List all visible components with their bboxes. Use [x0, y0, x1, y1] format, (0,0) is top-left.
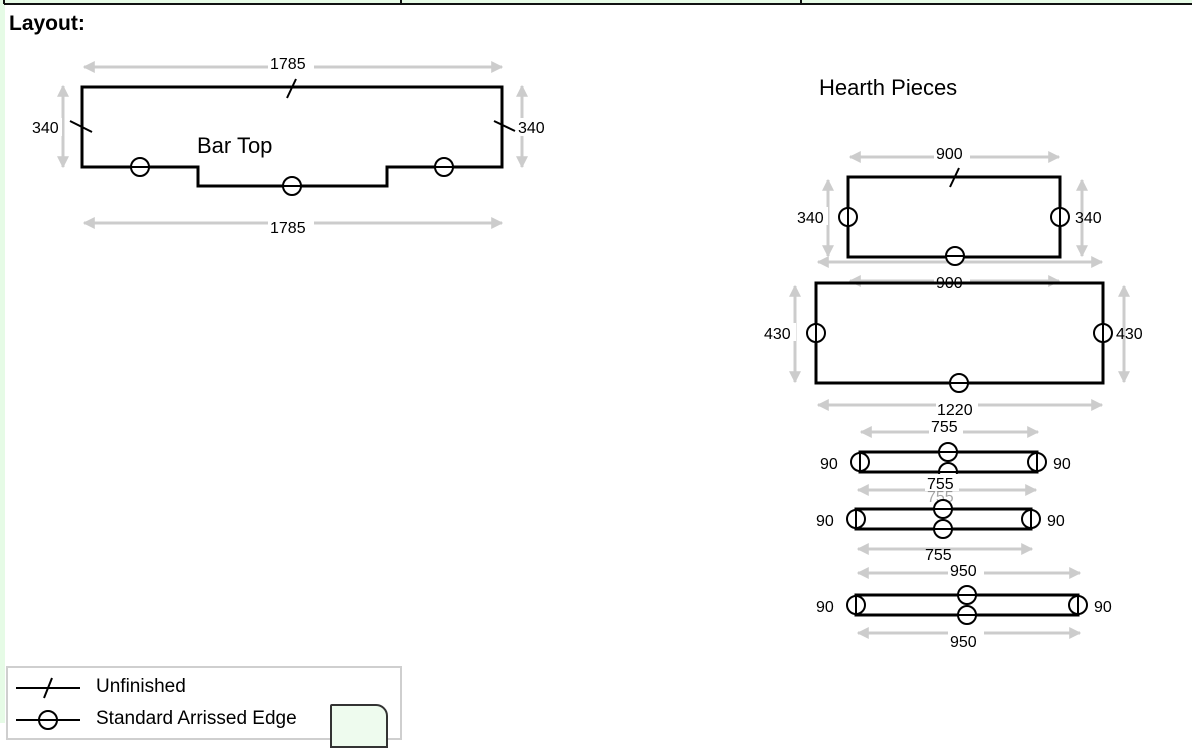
piece4-dim-bottom: 755 — [925, 547, 952, 564]
piece4-dim-right: 90 — [1047, 513, 1065, 530]
arrissed-marker — [434, 157, 454, 177]
unfinished-edge-icon — [16, 677, 80, 699]
arrissed-marker — [1068, 595, 1088, 615]
legend-label: Standard Arrissed Edge — [96, 708, 297, 729]
arrissed-marker — [838, 207, 858, 227]
arrissed-marker — [1093, 323, 1113, 343]
piece5-dim-right: 90 — [1094, 599, 1112, 616]
top-band — [0, 0, 1192, 5]
hearth-piece-2: 900 430 430 1220 — [762, 272, 1143, 419]
piece1-outline — [846, 175, 1062, 259]
arrissed-marker — [846, 595, 866, 615]
unfinished-mark — [949, 167, 960, 188]
piece2-dim-right: 430 — [1116, 326, 1143, 343]
bar-top-dim-left: 340 — [32, 120, 59, 137]
legend-swatch — [330, 704, 388, 748]
unfinished-mark — [493, 120, 516, 132]
arrissed-marker — [933, 519, 953, 539]
hearth-piece-3: 755 90 90 755 — [820, 418, 1071, 496]
layout-title: Layout: — [9, 12, 85, 35]
piece3-dim-left: 90 — [820, 456, 838, 473]
piece2-dim-bottom: 1220 — [937, 402, 973, 419]
bar-top: 1785 1785 340 340 Bar Top — [30, 55, 550, 237]
piece5-dim-bottom: 950 — [950, 634, 977, 651]
hearth-piece-1: 900 340 340 — [796, 145, 1104, 268]
unfinished-mark — [286, 78, 297, 99]
piece1-dim-right: 340 — [1075, 210, 1102, 227]
piece5-dim-top: 950 — [950, 563, 977, 580]
layout-diagram: 1785 1785 340 340 Bar Top Hearth Pieces … — [30, 55, 1143, 651]
top-rule — [4, 3, 1192, 5]
piece5-dim-left: 90 — [816, 599, 834, 616]
tab-divider — [800, 0, 802, 4]
arrissed-marker — [933, 499, 953, 519]
bar-top-dim-bottom: 1785 — [270, 220, 306, 237]
piece3-dim-top: 755 — [931, 419, 958, 436]
arrissed-marker — [938, 442, 958, 462]
arrissed-marker — [806, 323, 826, 343]
legend-label: Unfinished — [96, 676, 186, 697]
piece1-dim-top: 900 — [936, 146, 963, 163]
arrissed-marker — [945, 246, 965, 266]
left-stripe — [0, 0, 5, 723]
piece3-dim-bottom: 755 — [927, 476, 954, 493]
hearth-pieces-title: Hearth Pieces — [819, 75, 957, 100]
piece2-outline — [814, 281, 1105, 385]
bar-top-outline — [80, 85, 504, 188]
tab-divider — [400, 0, 402, 4]
bar-top-dim-right: 340 — [518, 120, 545, 137]
unfinished-mark — [69, 120, 93, 133]
hearth-piece-4: 755 90 90 755 — [816, 489, 1065, 564]
arrissed-marker — [1027, 452, 1047, 472]
arrissed-marker — [957, 605, 977, 625]
legend: Unfinished Standard Arrissed Edge — [6, 666, 402, 748]
arrissed-edge-icon — [16, 710, 80, 730]
arrissed-marker — [957, 585, 977, 605]
arrissed-marker — [130, 157, 150, 177]
arrissed-marker — [949, 373, 969, 393]
hearth-piece-5: 950 90 90 950 — [816, 562, 1112, 651]
arrissed-marker — [282, 176, 302, 196]
piece2-dim-left: 430 — [764, 326, 791, 343]
legend-item: Unfinished — [8, 674, 398, 699]
arrissed-marker — [846, 509, 866, 529]
arrissed-marker — [850, 452, 870, 472]
arrissed-marker — [1050, 207, 1070, 227]
arrissed-marker — [1021, 509, 1041, 529]
bar-top-label: Bar Top — [197, 133, 272, 158]
piece1-dim-left: 340 — [797, 210, 824, 227]
piece4-dim-left: 90 — [816, 513, 834, 530]
tab-divider — [3, 0, 5, 4]
piece3-dim-right: 90 — [1053, 456, 1071, 473]
bar-top-dim-top: 1785 — [270, 56, 306, 73]
